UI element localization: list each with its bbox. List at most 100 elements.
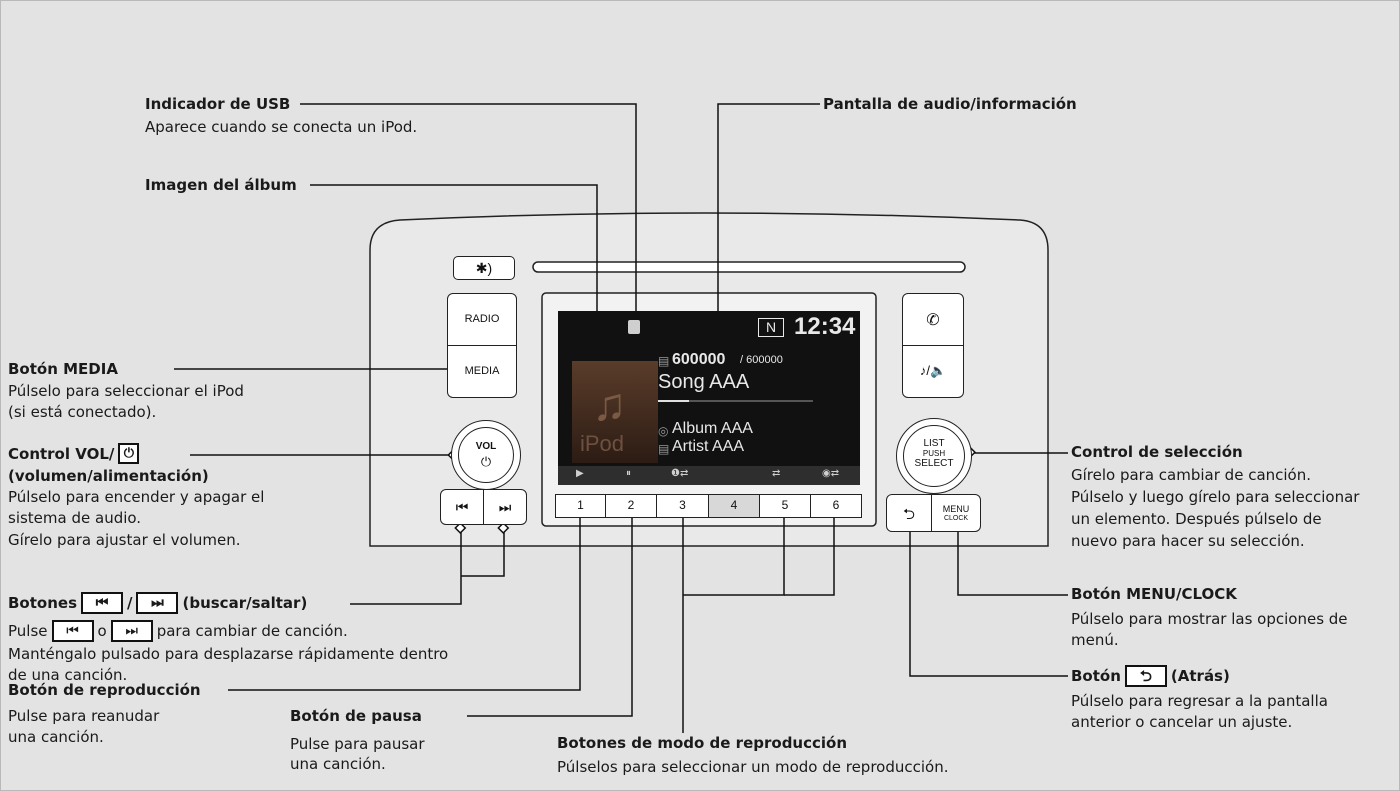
play-button-title: Botón de reproducción [8,681,201,699]
usb-indicator-desc: Aparece cuando se conecta un iPod. [145,118,418,136]
album-art-title: Imagen del álbum [145,176,297,194]
vol-control-title: Control VOL/ ⏻ [8,443,140,464]
vol-control-desc-3: Gírelo para ajustar el volumen. [8,531,241,549]
shuffle-icon: ⇄ [772,468,781,479]
seek-desc-2: Manténgalo pulsado para desplazarse rápi… [8,645,449,663]
media-button[interactable]: MEDIA [447,345,517,398]
artist-icon: ▤ [658,442,670,456]
selector-line-3: SELECT [914,458,954,469]
volume-power-knob[interactable]: VOL ⏻ [451,420,521,490]
phone-icon: ✆ [926,312,940,329]
skip-forward-button[interactable]: ⏭ [483,489,527,525]
leader-seek-2 [461,532,505,577]
media-button-title: Botón MEDIA [8,360,118,378]
preset-button-2[interactable]: 2 [605,494,657,518]
clock-label: CLOCK [943,515,969,522]
album-art-image: ♫ iPod [572,361,658,463]
back-button[interactable]: ⮌ [886,494,932,532]
media-button-desc-2: (si está conectado). [8,403,157,421]
selector-line-2: PUSH [922,449,946,458]
back-title-suffix: (Atrás) [1170,667,1230,685]
back-button-title: Botón ⮌ (Atrás) [1071,665,1230,687]
music-audio-button[interactable]: ♪/🔈 [902,345,964,398]
skip-forward-icon: ⏭ [110,620,153,642]
select-control-desc-1: Gírelo para cambiar de canción. [1071,466,1312,484]
album-art-note-icon: ♫ [592,378,627,430]
selector-knob[interactable]: LIST PUSH SELECT [896,418,972,494]
album-icon: ◎ [658,424,669,438]
select-control-title: Control de selección [1071,443,1243,461]
radio-label: RADIO [464,313,500,325]
power-icon: ⏻ [480,454,492,469]
repeat-one-icon: ❶⇄ [671,468,689,479]
skip-forward-icon: ⏭ [136,592,179,614]
menu-clock-button[interactable]: MENU CLOCK [931,494,981,532]
track-counter: 600000 [672,351,726,368]
track-total: / 600000 [740,354,783,366]
progress-fill [658,400,689,402]
preset-button-5[interactable]: 5 [759,494,811,518]
leader-play [228,509,581,691]
leader-back [909,507,1068,677]
pause-button-title: Botón de pausa [290,707,422,725]
mode-badge: N [758,318,785,337]
disc-slot [532,261,966,273]
play-button-desc-1: Pulse para reanudar [8,707,160,725]
skip-back-button[interactable]: ⏮ [440,489,484,525]
back-title-prefix: Botón [1071,667,1121,685]
media-button-desc-1: Púlselo para seleccionar el iPod [8,382,244,400]
skip-back-icon: ⏮ [51,620,94,642]
seek-desc-mid: o [97,622,107,640]
preset-button-6[interactable]: 6 [810,494,862,518]
pause-mode-icon: ⏸ [626,468,631,479]
album-name: Album AAA [672,420,753,437]
node-seek-back [454,521,467,535]
vol-label: VOL [475,441,497,452]
preset-button-3[interactable]: 3 [656,494,709,518]
selector-line-1: LIST [923,438,945,449]
vol-control-desc-1: Púlselo para encender y apagar el [8,488,265,506]
seek-title-separator: / [127,594,133,612]
radio-button[interactable]: RADIO [447,293,517,346]
vol-control-title-text: Control VOL/ [8,444,115,463]
play-button-desc-2: una canción. [8,728,104,746]
seek-desc-1: Pulse ⏮ o ⏭ para cambiar de canción. [8,620,348,642]
skip-forward-icon: ⏭ [498,499,512,515]
pause-button-desc-1: Pulse para pausar [290,735,425,753]
select-control-desc-4: nuevo para hacer su selección. [1071,532,1305,550]
leader-pause [467,509,633,717]
leader-seek [350,532,462,605]
media-label: MEDIA [464,365,500,377]
back-button-desc-2: anterior o cancelar un ajuste. [1071,713,1293,731]
album-art-watermark: iPod [580,431,625,456]
leader-display [717,103,820,316]
skip-back-icon: ⏮ [81,592,123,614]
phone-button[interactable]: ✆ [902,293,964,346]
node-seek-fwd [497,521,510,535]
leader-play-mode-bus-2 [784,509,835,596]
seek-title-suffix: (buscar/saltar) [182,594,308,612]
illumination-button[interactable]: ✱) [453,256,515,280]
preset-button-4[interactable]: 4 [708,494,760,518]
menu-clock-desc-2: menú. [1071,631,1119,649]
artist-name: Artist AAA [672,438,745,455]
menu-clock-title: Botón MENU/CLOCK [1071,585,1237,603]
back-button-desc-1: Púlselo para regresar a la pantalla [1071,692,1328,710]
skip-back-icon: ⏮ [455,499,469,515]
play-mode-icon: ▶ [576,468,584,479]
select-control-desc-2: Púlselo y luego gírelo para seleccionar [1071,488,1360,506]
seek-buttons-title: Botones ⏮ / ⏭ (buscar/saltar) [8,592,307,614]
select-control-desc-3: un elemento. Después púlselo de [1071,510,1322,528]
track-number-icon: ▤ [658,354,670,368]
usb-indicator-title: Indicador de USB [145,95,291,113]
leader-usb [300,103,637,323]
vol-control-subtitle: (volumen/alimentación) [8,467,209,485]
song-title: Song AAA [658,371,750,393]
menu-clock-desc-1: Púlselo para mostrar las opciones de [1071,610,1348,628]
audio-info-screen: N 12:34 ♫ iPod ▤ 600000 / 600000 Song AA… [558,311,860,485]
power-icon: ⏻ [118,443,140,464]
seek-title-prefix: Botones [8,594,77,612]
audio-display-title: Pantalla de audio/información [823,95,1077,113]
preset-button-1[interactable]: 1 [555,494,606,518]
